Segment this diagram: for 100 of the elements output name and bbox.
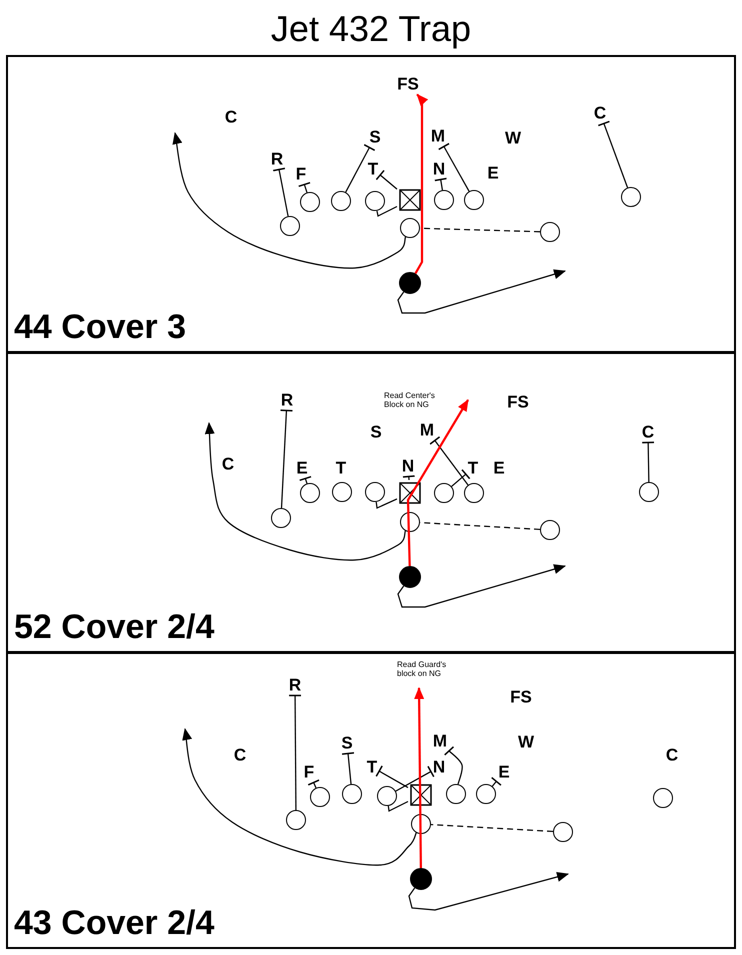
player-circle bbox=[476, 784, 496, 804]
ball-carrier-marker bbox=[399, 272, 421, 294]
defender-label: T bbox=[366, 758, 378, 776]
player-circle bbox=[464, 483, 484, 503]
defender-label: F bbox=[296, 166, 306, 182]
play-panel bbox=[6, 55, 736, 353]
defender-label: E bbox=[493, 460, 505, 476]
block-line bbox=[438, 142, 470, 192]
diagram-title: Jet 432 Trap bbox=[270, 8, 472, 50]
block-line bbox=[375, 765, 408, 788]
block-line bbox=[402, 475, 416, 480]
defender-label: C bbox=[222, 456, 234, 472]
defender-label: FS bbox=[397, 76, 419, 92]
arrow bbox=[397, 269, 566, 314]
player-circle bbox=[332, 482, 352, 502]
defender-label: C bbox=[224, 108, 238, 126]
player-circle bbox=[365, 482, 385, 502]
defender-label: C bbox=[642, 424, 654, 440]
player-circle bbox=[553, 822, 573, 842]
arrow bbox=[204, 422, 406, 561]
defender-label: E bbox=[296, 460, 308, 476]
block-line bbox=[307, 779, 320, 788]
block-line bbox=[376, 498, 398, 509]
player-circle bbox=[400, 218, 420, 238]
defender-label: F bbox=[304, 764, 314, 780]
block-line bbox=[341, 752, 355, 784]
panel-heading: 44 Cover 3 bbox=[14, 308, 186, 347]
defender-label: C bbox=[666, 746, 678, 764]
defender-label: C bbox=[594, 104, 606, 122]
defender-label: E bbox=[498, 764, 510, 780]
block-line bbox=[376, 206, 398, 217]
player-circle bbox=[342, 784, 362, 804]
arrow bbox=[406, 399, 469, 566]
panel-heading: 52 Cover 2/4 bbox=[14, 608, 214, 647]
player-circle bbox=[446, 784, 466, 804]
ball-carrier-marker bbox=[410, 868, 432, 890]
player-circle bbox=[639, 482, 659, 502]
defender-label: E bbox=[487, 164, 499, 182]
block-line bbox=[434, 178, 448, 190]
arrow bbox=[408, 872, 569, 911]
defender-label: M bbox=[430, 128, 446, 144]
block-line bbox=[376, 170, 398, 190]
player-circle bbox=[621, 187, 641, 207]
defender-label: FS bbox=[507, 394, 529, 410]
block-line bbox=[298, 182, 311, 193]
player-circle bbox=[540, 520, 560, 540]
block-line bbox=[429, 436, 468, 486]
ball-carrier-marker bbox=[399, 566, 421, 588]
defender-label: C bbox=[234, 746, 246, 764]
defender-label: M bbox=[432, 732, 448, 750]
defender-label: S bbox=[370, 424, 382, 440]
defender-label: N bbox=[402, 458, 414, 474]
defender-label: S bbox=[369, 128, 381, 146]
arrow bbox=[414, 94, 428, 274]
block-line bbox=[641, 442, 655, 482]
player-circle bbox=[434, 190, 454, 210]
defender-label: FS bbox=[510, 688, 532, 706]
player-circle bbox=[434, 483, 454, 503]
defender-label: W bbox=[504, 130, 522, 146]
block-line bbox=[451, 468, 470, 487]
block-line bbox=[444, 746, 463, 784]
defender-label: S bbox=[341, 734, 353, 752]
arrow bbox=[414, 687, 424, 868]
block-line bbox=[288, 694, 302, 810]
player-circle bbox=[280, 216, 300, 236]
player-circle bbox=[300, 483, 320, 503]
player-circle bbox=[331, 191, 351, 211]
player-circle bbox=[540, 222, 560, 242]
defender-label: N bbox=[432, 758, 446, 776]
motion-line bbox=[430, 824, 554, 832]
block-line bbox=[598, 120, 628, 188]
player-circle bbox=[300, 192, 320, 212]
player-circle bbox=[365, 191, 385, 211]
block-line bbox=[272, 168, 289, 216]
defender-label: R bbox=[288, 676, 302, 694]
player-circle bbox=[377, 786, 397, 806]
block-line bbox=[280, 409, 294, 508]
defender-label: N bbox=[432, 160, 446, 178]
defender-label: T bbox=[468, 460, 478, 476]
block-line bbox=[388, 800, 408, 812]
defender-label: R bbox=[270, 150, 284, 168]
block-line bbox=[298, 476, 312, 484]
defender-label: R bbox=[280, 392, 294, 408]
defender-label: T bbox=[368, 160, 378, 178]
player-circle bbox=[653, 788, 673, 808]
player-circle bbox=[310, 787, 330, 807]
player-circle bbox=[286, 810, 306, 830]
block-line bbox=[395, 766, 435, 792]
player-circle bbox=[464, 190, 484, 210]
defender-label: T bbox=[336, 460, 346, 476]
center-marker bbox=[399, 189, 421, 211]
arrow bbox=[172, 132, 406, 269]
block-line bbox=[345, 144, 376, 192]
defender-label: W bbox=[518, 734, 534, 750]
defender-label: M bbox=[420, 422, 434, 438]
player-circle bbox=[271, 508, 291, 528]
block-line bbox=[490, 776, 502, 787]
arrow bbox=[182, 728, 417, 866]
center-marker bbox=[410, 784, 432, 806]
panel-heading: 43 Cover 2/4 bbox=[14, 904, 214, 943]
